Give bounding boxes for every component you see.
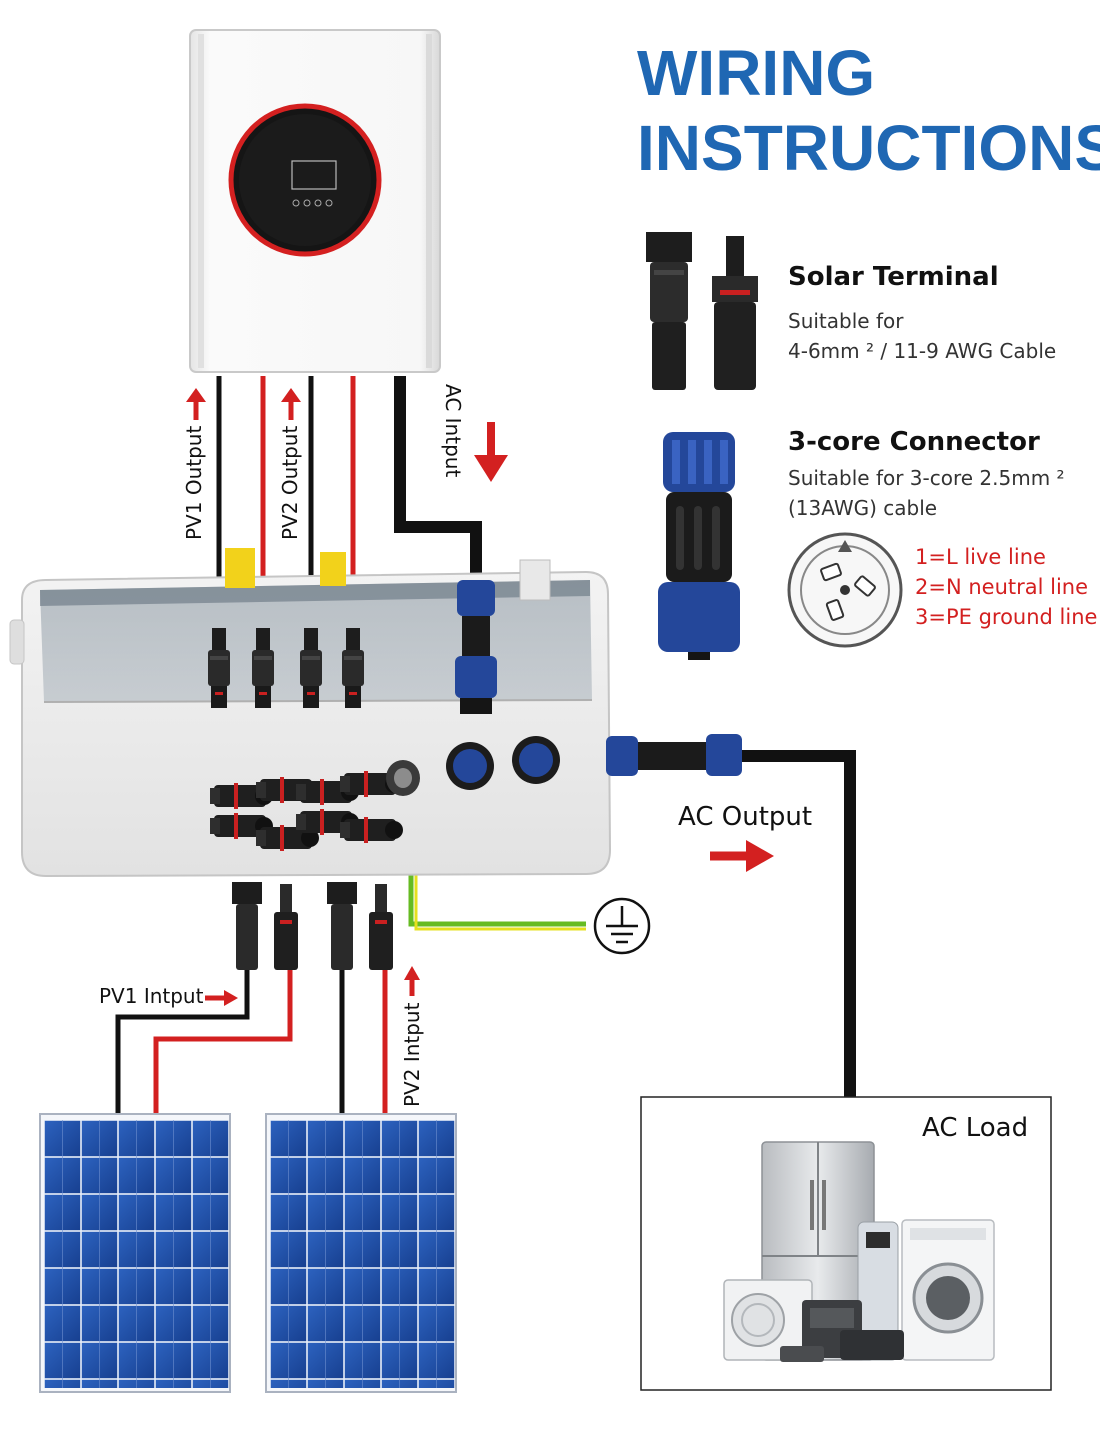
ac-load-label: AC Load — [922, 1113, 1029, 1143]
solar-terminal-heading: Solar Terminal — [788, 262, 999, 292]
pin-1-label: 1=L live line — [915, 545, 1046, 569]
solar-panel-1 — [39, 1113, 231, 1393]
ac-output-cable — [740, 750, 856, 1098]
solar-terminal-desc-2: 4-6mm ² / 11-9 AWG Cable — [788, 339, 1057, 363]
pv1-input-arrow-icon — [205, 990, 238, 1006]
inverter — [189, 29, 441, 373]
solar-terminal-icon — [646, 232, 758, 390]
ac-input-cable — [394, 376, 482, 590]
pv2-output-label: PV2 Output — [278, 425, 302, 540]
ac-output-label: AC Output — [678, 802, 813, 832]
pv1-input-black-wire — [115, 970, 250, 1118]
combiner-box — [9, 548, 742, 878]
pv2-output-arrow-icon — [281, 388, 301, 420]
three-core-desc-1: Suitable for 3-core 2.5mm ² — [788, 466, 1065, 490]
pv1-output-arrow-icon — [186, 388, 206, 420]
pv2-input-label: PV2 Intput — [400, 1002, 424, 1107]
pin-3-label: 3=PE ground line — [915, 605, 1098, 629]
ground-symbol-icon — [593, 897, 651, 955]
appliances-icon — [723, 1141, 995, 1362]
solar-terminal-desc-1: Suitable for — [788, 309, 904, 333]
pv1-input-red-wire — [153, 970, 293, 1118]
pinout-diagram-icon — [787, 532, 903, 648]
three-core-connector-icon — [658, 432, 740, 660]
ac-output-arrow-icon — [710, 840, 774, 872]
title-line-2: INSTRUCTIONS — [637, 112, 1100, 184]
pv-input-connectors — [232, 882, 393, 970]
pv1-input-label: PV1 Intput — [99, 984, 204, 1008]
three-core-heading: 3-core Connector — [788, 427, 1040, 457]
pin-2-label: 2=N neutral line — [915, 575, 1089, 599]
ac-input-label: AC Intput — [441, 384, 465, 478]
pv2-input-arrow-icon — [404, 966, 420, 996]
ac-input-arrow-icon — [474, 422, 508, 482]
title-line-1: WIRING — [637, 37, 876, 109]
three-core-desc-2: (13AWG) cable — [788, 496, 938, 520]
pv1-output-label: PV1 Output — [182, 425, 206, 540]
solar-panel-2 — [265, 1113, 457, 1393]
